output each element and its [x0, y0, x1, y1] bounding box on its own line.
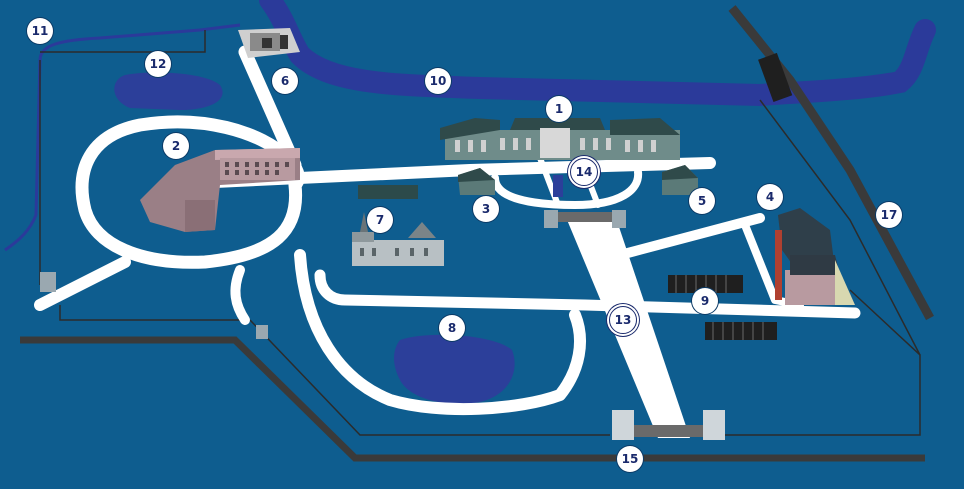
marker-6[interactable]: 6: [272, 68, 298, 94]
marker-4[interactable]: 4: [757, 184, 783, 210]
pavilion: [358, 185, 418, 199]
marker-17[interactable]: 17: [876, 202, 902, 228]
south-gate: [612, 410, 725, 440]
marker-8[interactable]: 8: [439, 315, 465, 341]
marker-9[interactable]: 9: [692, 288, 718, 314]
marker-2[interactable]: 2: [163, 133, 189, 159]
building-6: [238, 28, 300, 58]
marker-1[interactable]: 1: [546, 96, 572, 122]
marker-13[interactable]: 13: [609, 306, 637, 334]
guard-hut-south: [256, 325, 268, 339]
guard-hut-west: [40, 272, 56, 292]
greenhouses-9: [668, 275, 777, 340]
stream: [4, 23, 241, 252]
pond-small: [114, 72, 223, 110]
marker-3[interactable]: 3: [473, 196, 499, 222]
building-2: [140, 148, 300, 232]
marker-11[interactable]: 11: [27, 18, 53, 44]
building-5: [662, 165, 698, 195]
building-7-church: [352, 212, 444, 266]
marker-12[interactable]: 12: [145, 51, 171, 77]
basin-14: [553, 175, 563, 197]
building-1-palace: [440, 118, 680, 160]
outer-fence-east: [728, 5, 934, 321]
building-3: [458, 168, 495, 195]
road-network: [34, 45, 861, 416]
marker-5[interactable]: 5: [689, 188, 715, 214]
pond-large: [394, 334, 515, 404]
marker-10[interactable]: 10: [425, 68, 451, 94]
marker-15[interactable]: 15: [617, 446, 643, 472]
boundary-paths: [39, 30, 921, 436]
bridge: [758, 52, 793, 103]
marker-7[interactable]: 7: [367, 207, 393, 233]
marker-14[interactable]: 14: [570, 158, 598, 186]
building-4-factory: [775, 208, 855, 305]
palace-gate: [544, 210, 626, 228]
